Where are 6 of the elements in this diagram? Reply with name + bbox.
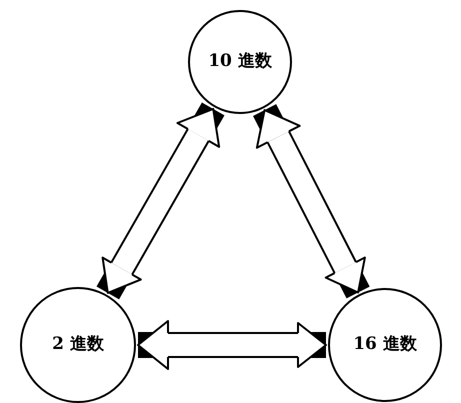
node-label: 10 進数 bbox=[208, 50, 272, 74]
double-arrow bbox=[253, 104, 370, 298]
double-arrow bbox=[96, 102, 224, 300]
double-arrow bbox=[137, 320, 327, 370]
node-label: 2 進数 bbox=[52, 333, 104, 356]
node-label: 16 進数 bbox=[353, 333, 417, 356]
